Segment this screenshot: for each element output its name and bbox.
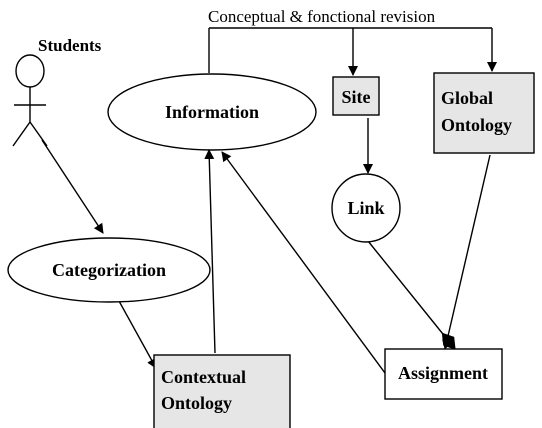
edge-contextual-information xyxy=(204,149,216,354)
node-link-label: Link xyxy=(347,198,384,218)
node-site-label: Site xyxy=(342,87,371,107)
edge-link-assignment xyxy=(367,240,456,350)
student-actor xyxy=(12,54,48,147)
edge-students-categorization xyxy=(41,139,104,234)
edge-globalontology-assignment xyxy=(442,154,491,350)
edges xyxy=(41,118,491,374)
node-assignment: Assignment xyxy=(384,348,503,400)
node-link: Link xyxy=(331,173,401,243)
node-categorization: Categorization xyxy=(7,237,211,303)
node-global-ontology-line1: Global xyxy=(441,88,493,108)
node-categorization-label: Categorization xyxy=(52,260,166,280)
revision-label: Conceptual & fonctional revision xyxy=(208,7,436,26)
node-information: Information xyxy=(107,73,317,151)
node-assignment-label: Assignment xyxy=(398,363,488,383)
edge-categorization-contextual xyxy=(118,300,157,369)
node-site: Site xyxy=(332,76,380,116)
revision-bracket xyxy=(208,27,497,76)
node-global-ontology-line2: Ontology xyxy=(441,115,512,135)
node-global-ontology: Global Ontology xyxy=(433,72,535,154)
node-contextual-ontology-line2: Ontology xyxy=(161,393,232,413)
node-contextual-ontology: Contextual Ontology xyxy=(153,354,291,428)
node-information-label: Information xyxy=(165,102,259,122)
node-contextual-ontology-line1: Contextual xyxy=(161,367,246,387)
actor-label: Students xyxy=(38,36,102,55)
edge-assignment-information xyxy=(221,151,386,374)
